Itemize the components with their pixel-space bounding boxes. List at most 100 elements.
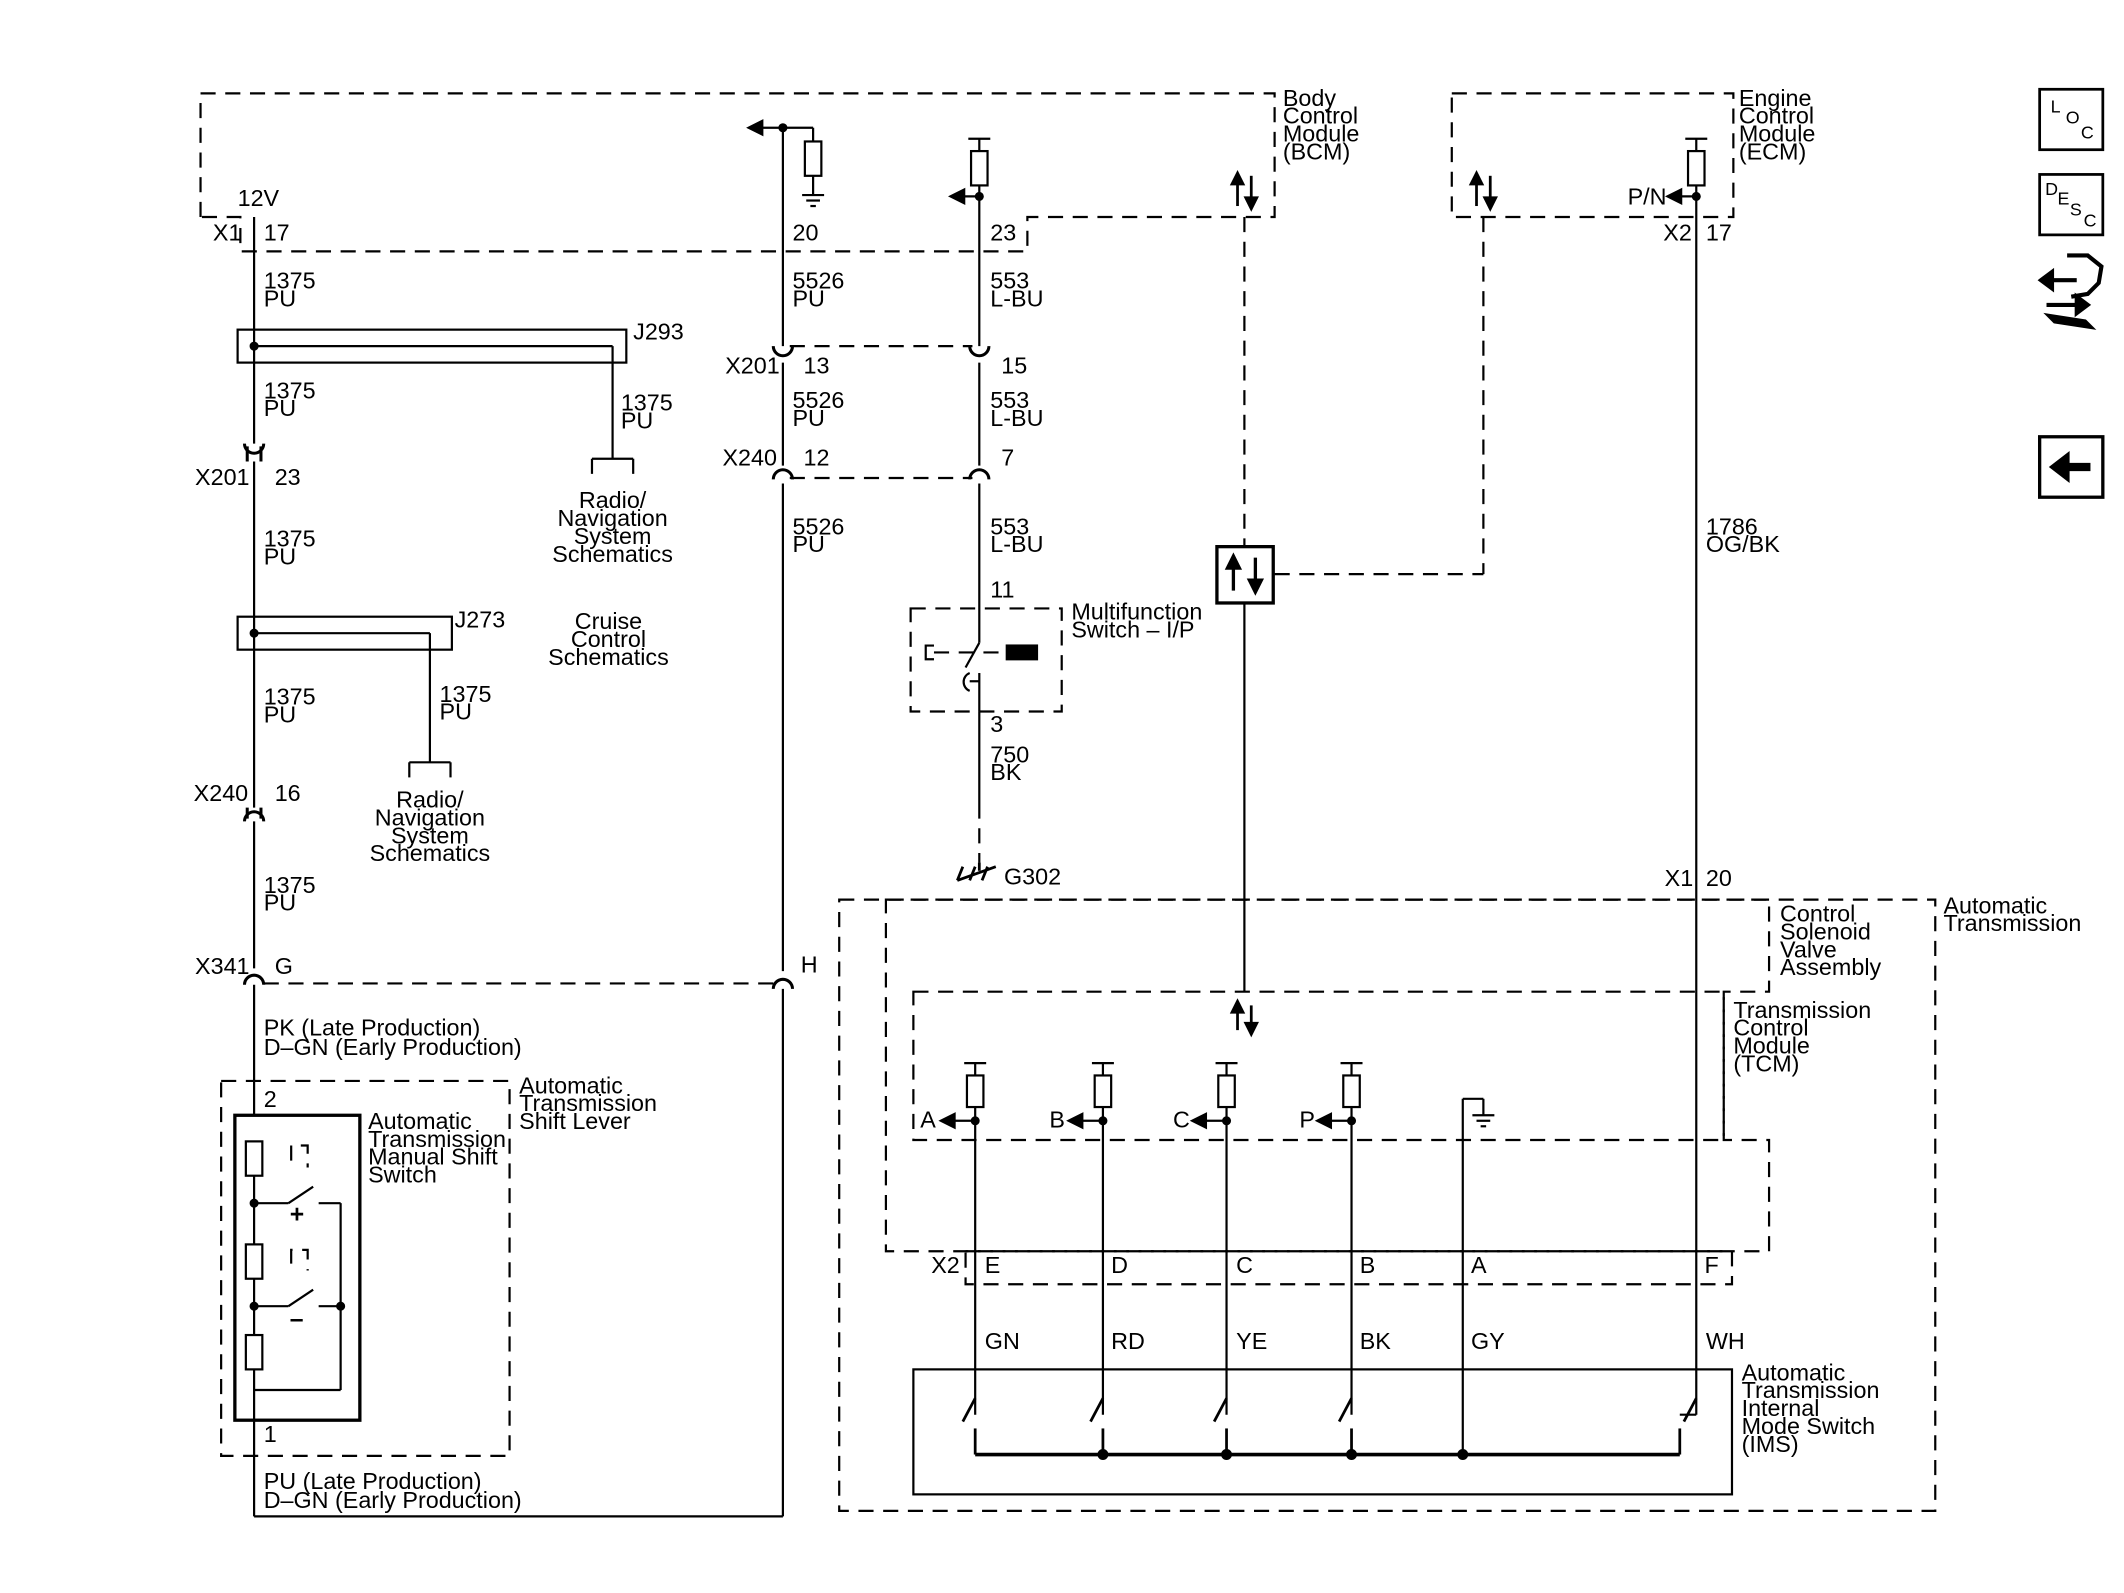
wire-750-label: 750 bbox=[990, 741, 1029, 767]
multifunction-switch-box bbox=[909, 607, 1063, 713]
shift-lever-label-3: Shift Lever bbox=[519, 1108, 631, 1134]
x2-pin-f: F bbox=[1705, 1252, 1719, 1278]
x1-at-pin: 20 bbox=[1706, 865, 1732, 891]
loc-icon-l: L bbox=[2051, 97, 2061, 117]
wire-1786-label: 1786 bbox=[1706, 513, 1758, 539]
x201-a-pin-13: 13 bbox=[803, 353, 829, 379]
tcm-label-4: (TCM) bbox=[1733, 1050, 1799, 1076]
wire-553-label-c: 553 bbox=[990, 513, 1029, 539]
auto-trans-label-1: Automatic bbox=[1944, 892, 2048, 918]
manual-shift-label-4: Switch bbox=[368, 1162, 437, 1188]
svg-text:LOC: LOC bbox=[2051, 97, 2094, 143]
bcm-label-4: (BCM) bbox=[1283, 138, 1350, 164]
wire-pu-label-a: PU bbox=[264, 285, 296, 311]
wire-1375-label-a: 1375 bbox=[264, 267, 316, 293]
x240-a-pin-7: 7 bbox=[1001, 445, 1014, 471]
wire-553-label-b: 553 bbox=[990, 387, 1029, 413]
ims-switch-contacts bbox=[961, 1397, 1698, 1461]
control-solenoid-valve-assembly-box bbox=[884, 898, 1771, 1253]
downshift-minus-symbol: – bbox=[290, 1306, 304, 1333]
wire-1375-label-e: 1375 bbox=[264, 684, 316, 710]
x2-connector-band bbox=[964, 1250, 1734, 1286]
upshift-plus-symbol: + bbox=[290, 1201, 304, 1228]
x341-pin-h: H bbox=[801, 951, 818, 977]
csva-label-3: Valve bbox=[1780, 936, 1837, 962]
splice-j293 bbox=[236, 328, 635, 474]
multifunction-switch bbox=[924, 642, 1039, 712]
cruise-ref-2: Control bbox=[571, 626, 646, 652]
bcm-pin20-circuit bbox=[746, 119, 825, 208]
wire-5526-label-c: 5526 bbox=[793, 513, 845, 539]
ims-label-3: Internal bbox=[1742, 1395, 1820, 1421]
tcm-label-2: Control bbox=[1733, 1015, 1808, 1041]
tcm-label-1: Transmission bbox=[1733, 997, 1871, 1023]
desc-icon[interactable] bbox=[2038, 173, 2105, 237]
lever-pin-1: 1 bbox=[264, 1421, 277, 1447]
radio-nav-ref-a-3: System bbox=[574, 523, 652, 549]
radio-nav-ref-b-4: Schematics bbox=[370, 840, 491, 866]
x1-at-label: X1 bbox=[1665, 865, 1694, 891]
bcm-pin23-circuit bbox=[948, 137, 991, 206]
wire-5526-pu-b: PU bbox=[793, 405, 825, 431]
wire-pk-late-label: PK (Late Production) bbox=[264, 1015, 481, 1041]
tcm-serial-data-arrows bbox=[1229, 998, 1259, 1038]
cruise-ref-1: Cruise bbox=[575, 608, 642, 634]
wire-1375-label-c: 1375 bbox=[621, 390, 673, 416]
x2-ecm-pin: 17 bbox=[1706, 219, 1732, 245]
wire-1375-label-g: 1375 bbox=[264, 872, 316, 898]
svg-text:DESC: DESC bbox=[2045, 179, 2096, 231]
ims-wire-wh: WH bbox=[1706, 1328, 1745, 1354]
ground-g302-icon bbox=[956, 862, 997, 882]
ims-wire-gn: GN bbox=[985, 1328, 1020, 1354]
ims-label-5: (IMS) bbox=[1742, 1431, 1799, 1457]
x240-a-label: X240 bbox=[722, 445, 777, 471]
ims-box bbox=[912, 1368, 1734, 1496]
wire-bk-label: BK bbox=[990, 759, 1022, 785]
x240-b-pin: 16 bbox=[275, 780, 301, 806]
tcm-input-b: B bbox=[1049, 1107, 1065, 1133]
loc-icon-c: C bbox=[2081, 123, 2094, 143]
ecm-pn-label: P/N bbox=[1628, 184, 1667, 210]
radio-nav-ref-b-2: Navigation bbox=[375, 804, 485, 830]
desc-icon-d: D bbox=[2045, 179, 2058, 199]
ecm-label-4: (ECM) bbox=[1739, 138, 1806, 164]
loc-icon[interactable] bbox=[2038, 87, 2105, 152]
diagnostic-tools-icon[interactable] bbox=[2037, 253, 2104, 330]
ims-wire-gy: GY bbox=[1471, 1328, 1505, 1354]
ims-label-4: Mode Switch bbox=[1742, 1413, 1876, 1439]
ecm-label-1: Engine bbox=[1739, 85, 1812, 111]
ecm-pn-circuit bbox=[1664, 137, 1708, 206]
shift-lever-box bbox=[220, 1079, 511, 1458]
tcm-input-p: P bbox=[1299, 1107, 1315, 1133]
wire-pu-label-d: PU bbox=[264, 544, 296, 570]
x240-a-pin-12: 12 bbox=[803, 445, 829, 471]
radio-nav-ref-a-1: Radio/ bbox=[579, 487, 647, 513]
serial-data-gateway-icon bbox=[1215, 545, 1275, 605]
wire-pu-label-c: PU bbox=[621, 408, 653, 434]
csva-label-2: Solenoid bbox=[1780, 918, 1871, 944]
desc-icon-e: E bbox=[2058, 189, 2070, 209]
ims-label-1: Automatic bbox=[1742, 1359, 1846, 1385]
x201-a-pin-15: 15 bbox=[1001, 353, 1027, 379]
x2-ecm-label: X2 bbox=[1663, 219, 1692, 245]
bcm-serial-data-arrows bbox=[1229, 169, 1259, 212]
multifunction-pin-11: 11 bbox=[990, 576, 1014, 602]
x341-pin-g: G bbox=[275, 953, 293, 979]
x201-a-label: X201 bbox=[725, 353, 779, 379]
back-arrow-icon[interactable] bbox=[2037, 435, 2105, 499]
wire-553-label-a: 553 bbox=[990, 267, 1029, 293]
